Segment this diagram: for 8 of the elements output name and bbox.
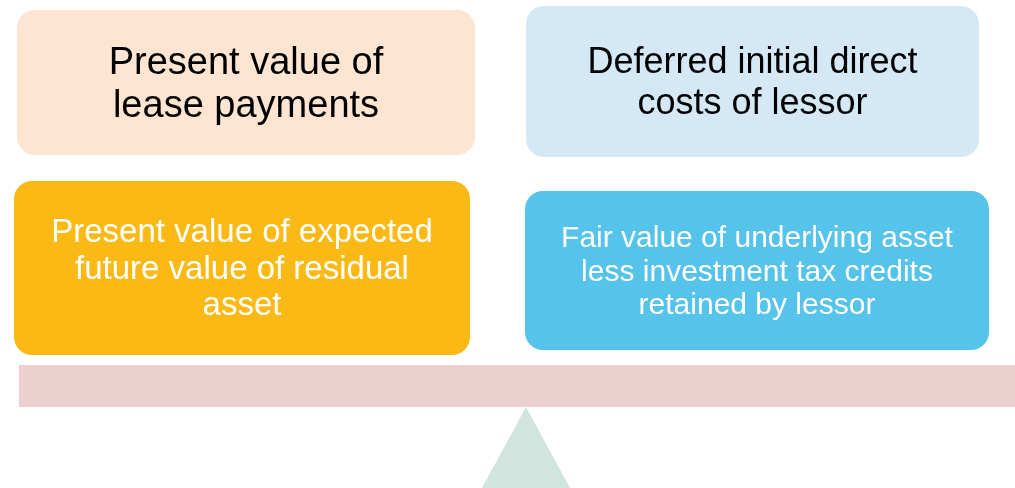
text-box [14, 181, 470, 355]
box-text: Present value of lease payments [107, 39, 385, 126]
text-box [526, 6, 979, 157]
text-box [17, 10, 475, 155]
text-box [525, 191, 989, 350]
box-text: Deferred initial direct costs of lessor [586, 41, 919, 122]
box-text: Fair value of underlying asset less investment tax credits retained by lessor [560, 220, 954, 321]
box-text: Present value of expected future value of residual asset [50, 212, 434, 324]
